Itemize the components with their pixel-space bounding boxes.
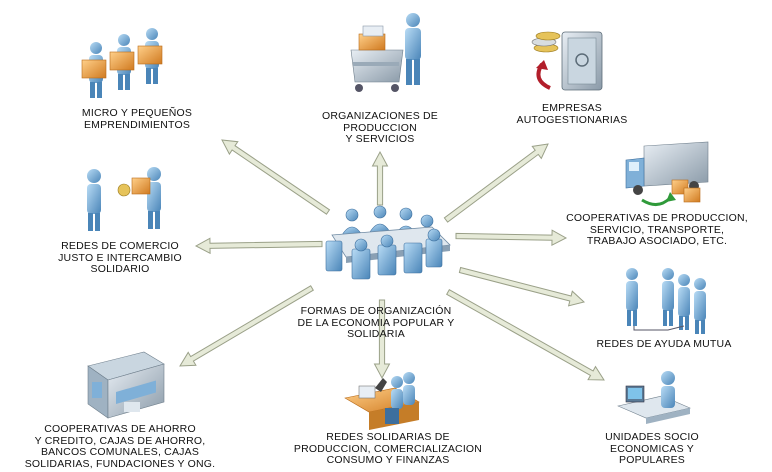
label-line: REDES DE COMERCIO <box>61 240 179 252</box>
label-line: SOLIDARIA <box>347 328 405 340</box>
connected-people-icon <box>626 268 706 334</box>
label-line: SOLIDARIAS, FUNDACIONES Y ONG. <box>24 457 216 470</box>
label-line: TRABAJO ASOCIADO, ETC. <box>586 235 728 247</box>
money-safe-icon <box>531 31 603 91</box>
label-line: COOPERATIVAS DE PRODUCCION, <box>566 212 748 224</box>
people-exchanging-box-icon <box>87 167 161 231</box>
label-unidades: UNIDADES SOCIO ECONOMICAS Y POPULARES <box>582 431 722 467</box>
label-line: FORMAS DE ORGANIZACIÓN <box>300 305 452 317</box>
label-line: PRODUCCION <box>343 121 417 134</box>
office-workers-icon <box>344 372 420 430</box>
label-center: FORMAS DE ORGANIZACIÓN DE LA ECONOMIA PO… <box>276 305 476 341</box>
arrow-to-cooperativas-ahorro <box>179 285 314 367</box>
label-line: COOPERATIVAS DE AHORRO <box>44 423 196 435</box>
meeting-table-icon <box>325 205 451 280</box>
worker-with-cart-icon <box>350 13 421 92</box>
arrow-to-cooperativas-produccion <box>455 229 568 247</box>
label-line: REDES DE AYUDA MUTUA <box>596 338 732 350</box>
arrow-to-redes-ayuda <box>458 266 586 307</box>
label-line: DE LA ECONOMIA POPULAR Y <box>297 316 455 329</box>
label-line: SERVICIO, TRANSPORTE, <box>589 223 725 236</box>
delivery-truck-icon <box>625 141 709 206</box>
label-organizaciones: ORGANIZACIONES DE PRODUCCION Y SERVICIOS <box>305 110 455 146</box>
arrow-to-redes-comercio <box>194 237 323 255</box>
label-line: REDES SOLIDARIAS DE <box>326 431 450 443</box>
label-line: AUTOGESTIONARIAS <box>516 113 628 126</box>
arrow-to-unidades <box>446 289 605 381</box>
label-line: EMPRESAS <box>542 102 602 114</box>
label-empresas: EMPRESAS AUTOGESTIONARIAS <box>502 102 642 126</box>
label-line: PRODUCCION, COMERCIALIZACION <box>293 442 483 455</box>
label-redes-ayuda: REDES DE AYUDA MUTUA <box>574 338 754 351</box>
label-micro: MICRO Y PEQUEÑOS EMPRENDIMIENTOS <box>62 107 212 131</box>
arrow-to-organizaciones <box>371 150 389 206</box>
arrow-to-micro <box>221 139 331 215</box>
label-redes-solidarias: REDES SOLIDARIAS DE PRODUCCION, COMERCIA… <box>288 431 488 467</box>
label-line: CONSUMO Y FINANZAS <box>326 454 450 466</box>
person-at-computer-icon <box>617 371 691 424</box>
label-line: ORGANIZACIONES DE <box>322 110 438 122</box>
label-line: BANCOS COMUNALES, CAJAS <box>40 446 200 458</box>
people-carrying-boxes-icon <box>81 28 163 98</box>
label-line: EMPRENDIMIENTOS <box>83 118 191 131</box>
label-line: Y CREDITO, CAJAS DE AHORRO, <box>34 434 206 447</box>
label-line: POPULARES <box>619 454 685 466</box>
arrow-to-empresas <box>443 143 549 223</box>
bank-building-icon <box>87 351 165 419</box>
arrows <box>179 139 605 381</box>
label-redes-comercio: REDES DE COMERCIO JUSTO E INTERCAMBIO SO… <box>42 240 198 276</box>
label-line: ECONOMICAS Y <box>610 442 694 455</box>
label-line: SOLIDARIO <box>90 263 150 275</box>
arrow-to-redes-solidarias <box>373 299 391 380</box>
label-cooperativas-produccion: COOPERATIVAS DE PRODUCCION, SERVICIO, TR… <box>546 212 768 248</box>
label-cooperativas-ahorro: COOPERATIVAS DE AHORRO Y CREDITO, CAJAS … <box>2 423 238 470</box>
label-line: UNIDADES SOCIO <box>605 431 699 443</box>
label-line: MICRO Y PEQUEÑOS <box>81 107 193 119</box>
label-line: JUSTO E INTERCAMBIO <box>58 251 182 264</box>
label-line: Y SERVICIOS <box>345 133 415 145</box>
